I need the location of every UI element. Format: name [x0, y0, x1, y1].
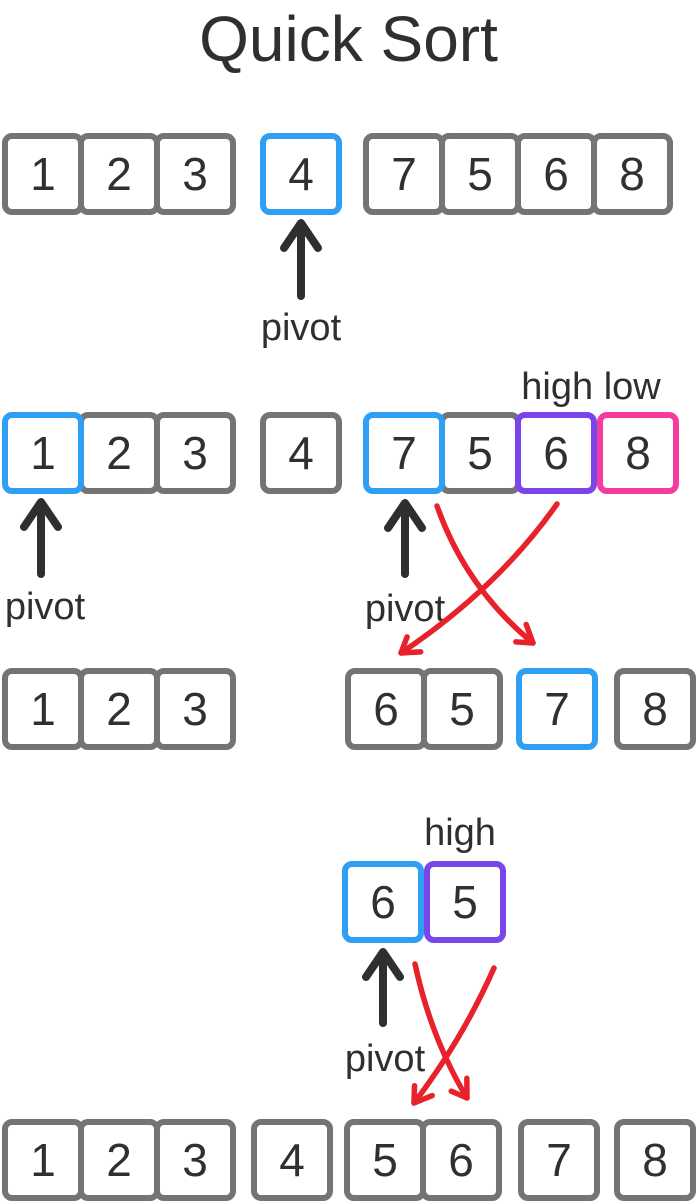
- array-box-5: 5: [424, 861, 506, 943]
- pivot-label-2: pivot: [4, 586, 86, 628]
- pivot-arrow-6: [362, 948, 404, 1027]
- array-box-6: 6: [342, 861, 424, 943]
- array-box-6: 6: [345, 668, 427, 750]
- row-sorted-group: 8: [614, 1119, 696, 1201]
- array-box-4: 4: [260, 412, 342, 494]
- array-box-1: 1: [2, 1119, 84, 1201]
- array-box-8: 8: [614, 668, 696, 750]
- array-box-6: 6: [420, 1119, 502, 1201]
- array-box-2: 2: [78, 412, 160, 494]
- array-box-2: 2: [78, 133, 160, 215]
- pivot-arrow-7: [384, 499, 426, 578]
- array-box-6: 6: [515, 412, 597, 494]
- array-box-3: 3: [154, 668, 236, 750]
- array-box-1: 1: [2, 668, 84, 750]
- array-box-3: 3: [154, 1119, 236, 1201]
- row-initial-pivot-4-group: 4: [260, 133, 342, 215]
- array-box-7: 7: [363, 412, 445, 494]
- high-low-label: high low: [521, 366, 661, 408]
- array-box-8: 8: [614, 1119, 696, 1201]
- swap-arrow-5-to-sorted: [411, 965, 497, 1106]
- pivot-arrow-1: [20, 498, 62, 578]
- row-sorted-group: 4: [251, 1119, 333, 1201]
- page-title: Quick Sort: [199, 3, 498, 75]
- array-box-4: 4: [260, 133, 342, 215]
- array-box-8: 8: [591, 133, 673, 215]
- row-after-swap-6-7-group: 7: [516, 668, 598, 750]
- swap-arrow-7-to-right: [434, 503, 536, 646]
- array-box-5: 5: [439, 412, 521, 494]
- pivot-label-3: pivot: [364, 588, 446, 630]
- array-box-3: 3: [154, 133, 236, 215]
- array-box-5: 5: [439, 133, 521, 215]
- row-after-swap-6-7-group: 8: [614, 668, 696, 750]
- array-box-8: 8: [597, 412, 679, 494]
- array-box-4: 4: [251, 1119, 333, 1201]
- high-label: high: [424, 812, 496, 854]
- array-box-2: 2: [78, 668, 160, 750]
- pivot-label-4: pivot: [344, 1038, 426, 1080]
- array-box-5: 5: [421, 668, 503, 750]
- pivot-label-1: pivot: [260, 307, 342, 349]
- array-box-5: 5: [344, 1119, 426, 1201]
- row-sorted-group: 7: [518, 1119, 600, 1201]
- array-box-2: 2: [78, 1119, 160, 1201]
- row-partitioned-pivots-group: 4: [260, 412, 342, 494]
- array-box-7: 7: [518, 1119, 600, 1201]
- array-box-7: 7: [516, 668, 598, 750]
- array-box-3: 3: [154, 412, 236, 494]
- pivot-arrow-4: [280, 219, 322, 300]
- array-box-1: 1: [2, 133, 84, 215]
- array-box-7: 7: [363, 133, 445, 215]
- array-box-1: 1: [2, 412, 84, 494]
- array-box-6: 6: [515, 133, 597, 215]
